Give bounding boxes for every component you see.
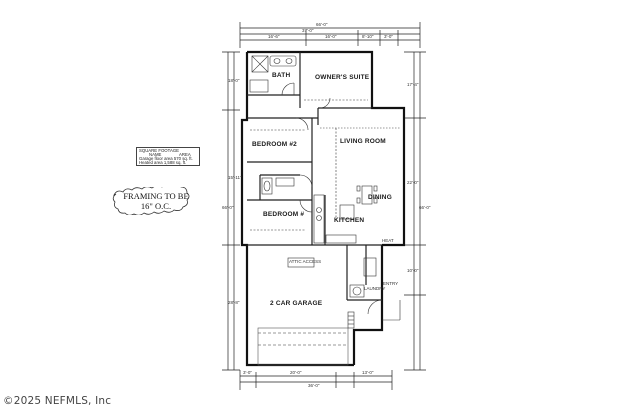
dim-bottom-sub-3: 13'-0" — [362, 370, 374, 375]
room-owners-suite: OWNER'S SUITE — [315, 74, 370, 81]
dim-top-sub-2: 16'-0" — [325, 34, 337, 39]
dim-right-sub-3: 10'-0" — [407, 268, 419, 273]
area-table-header-area: AREA — [179, 152, 191, 157]
dim-top-sub-1: 16'-6" — [268, 34, 280, 39]
framing-note-line2: 16" O.C. — [140, 201, 172, 211]
room-heat: HEAT — [382, 238, 394, 243]
dim-bottom-total: 36'-0" — [308, 383, 320, 388]
area-table-row-heated: Heated area 1,588 sq. ft. — [139, 160, 187, 165]
dim-top-sub-4: 3'-0" — [384, 34, 393, 39]
framing-note-line1: FRAMING TO BE — [123, 191, 189, 201]
room-dining: DINING — [368, 194, 392, 201]
dim-overall-top-2: 37'-0" — [302, 28, 314, 33]
area-table-title: SQUARE FOOTAGE — [139, 148, 180, 153]
dim-right-total: 66'-0" — [419, 205, 431, 210]
dim-overall-top: 66'-0" — [316, 22, 328, 27]
room-living-room: LIVING ROOM — [340, 138, 386, 145]
room-laundry: LAUNDRY — [364, 286, 386, 291]
room-bath: BATH — [272, 72, 291, 79]
room-garage: 2 CAR GARAGE — [270, 300, 323, 307]
dim-right-sub-1: 17'-4" — [407, 82, 419, 87]
dim-bottom-sub-1: 3'-0" — [243, 370, 252, 375]
dim-top-sub-3: 8'-10" — [362, 34, 374, 39]
area-table-header-name: NAME — [149, 152, 162, 157]
copyright-watermark: ©2025 NEFMLS, Inc — [3, 395, 112, 407]
room-bedroom-3: BEDROOM # — [263, 211, 305, 218]
room-bedroom-2: BEDROOM #2 — [252, 141, 297, 148]
dim-bottom-sub-2: 20'-0" — [290, 370, 302, 375]
area-table-row-garage: Garage floor area 570 sq. ft. — [139, 156, 193, 161]
room-kitchen: KITCHEN — [334, 217, 365, 224]
area-table: SQUARE FOOTAGE NAME AREA Garage floor ar… — [136, 147, 200, 166]
room-entry: ENTRY — [383, 281, 399, 286]
room-attic-access: ATTIC ACCESS — [289, 259, 322, 264]
framing-note: FRAMING TO BE 16" O.C. — [108, 187, 204, 215]
dim-left-sub-2: 15'-11" — [228, 175, 242, 180]
cloud-outline — [112, 187, 190, 215]
dim-right-sub-2: 22'-0" — [407, 180, 419, 185]
dim-left-sub-1: 18'-0" — [228, 78, 240, 83]
dim-left-sub-3: 28'-8" — [228, 300, 240, 305]
dim-left-total: 66'-0" — [222, 205, 234, 210]
